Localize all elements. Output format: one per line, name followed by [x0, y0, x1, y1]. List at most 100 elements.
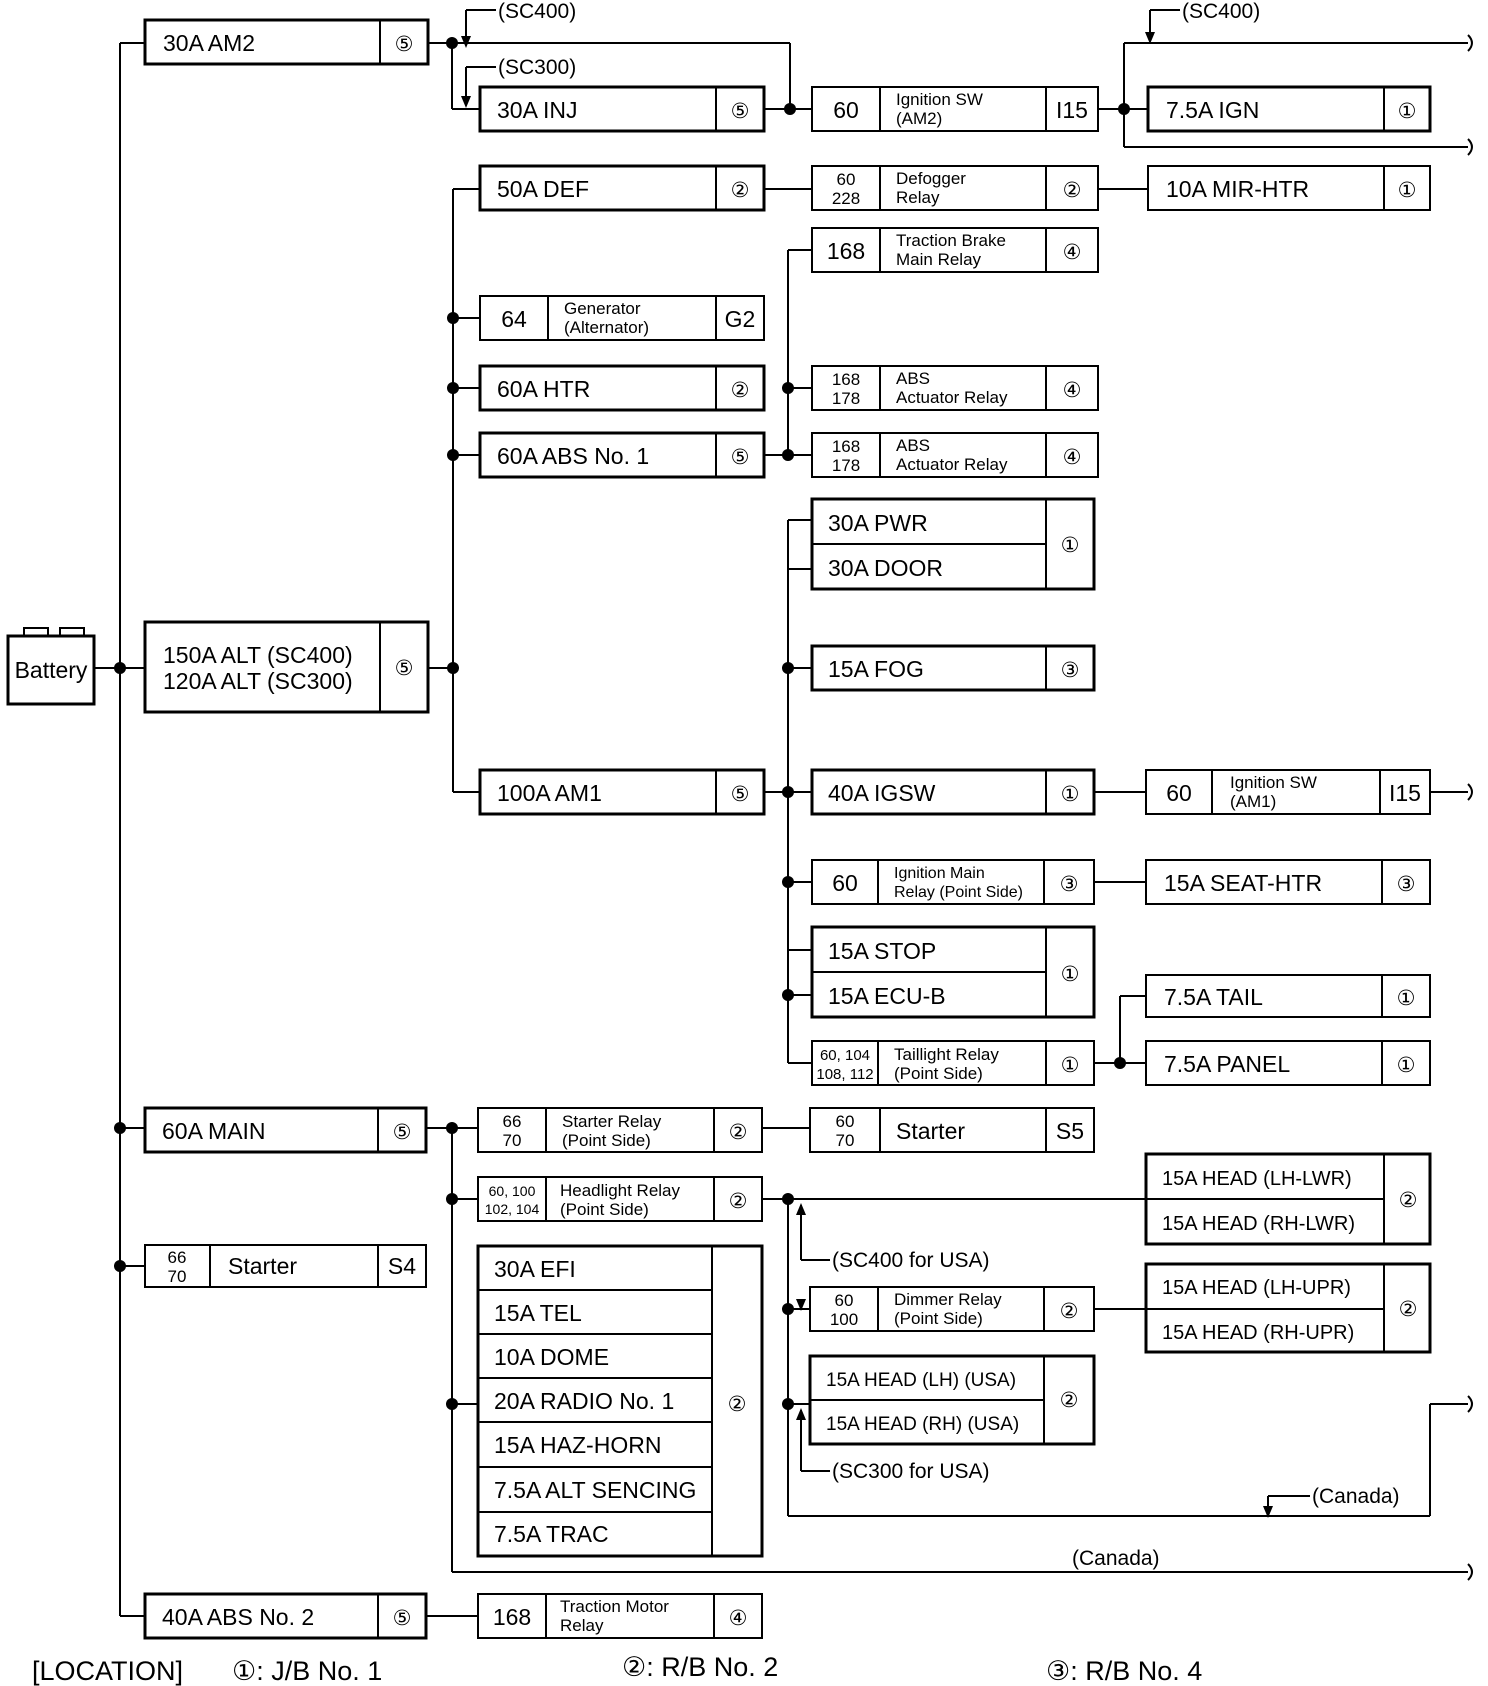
fuse-head-rh-usa-label: 15A HEAD (RH) (USA) [826, 1414, 1019, 1435]
note-sc400-am2: (SC400) [498, 0, 576, 23]
fuse-tail-label: 7.5A TAIL [1164, 984, 1263, 1010]
fuse-alt-label-sc400: 150A ALT (SC400) [163, 642, 353, 668]
traction-motor-location: ④ [729, 1607, 748, 1630]
traction-motor-code: 168 [493, 1604, 531, 1630]
ignition-sw-am2-name2: (AM2) [896, 109, 942, 128]
fuse-ign-label: 7.5A IGN [1166, 97, 1259, 123]
component-starter-s4: 66 70 Starter S4 [144, 1244, 427, 1288]
component-taillight-relay: 60, 104 108, 112 Taillight Relay (Point … [811, 1040, 1095, 1086]
component-ignition-sw-am1: 60 Ignition SW (AM1) I15 [1145, 769, 1431, 815]
fuse-abs1: 60A ABS No. 1 ⑤ [478, 431, 766, 479]
abs-actuator-2-code1: 168 [832, 437, 860, 456]
note-canada-main: (Canada) [1072, 1547, 1160, 1570]
defogger-name2: Relay [896, 188, 940, 207]
fuse-panel-location: ① [1397, 1054, 1416, 1077]
component-ignition-main-relay: 60 Ignition Main Relay (Point Side) ③ [811, 859, 1095, 905]
fuse-igsw-location: ① [1061, 783, 1080, 806]
component-abs-actuator-relay-1: 168 178 ABS Actuator Relay ④ [811, 365, 1099, 411]
dimmer-relay-code1: 60 [835, 1291, 854, 1310]
abs-actuator-1-name1: ABS [896, 369, 930, 388]
fuse-main: 60A MAIN ⑤ [143, 1106, 428, 1154]
fuse-def-label: 50A DEF [497, 176, 589, 202]
fuse-seat-htr-location: ③ [1397, 873, 1416, 896]
note-canada-head: (Canada) [1312, 1485, 1400, 1508]
fuse-stop-label: 15A STOP [828, 938, 936, 964]
traction-brake-name2: Main Relay [896, 250, 982, 269]
headlight-relay-location: ② [729, 1190, 748, 1213]
fuse-group-rb2: 30A EFI 15A TEL 10A DOME 20A RADIO No. 1… [476, 1244, 764, 1558]
ignition-sw-am1-name1: Ignition SW [1230, 773, 1317, 792]
component-generator: 64 Generator (Alternator) G2 [479, 295, 765, 341]
fuse-abs1-label: 60A ABS No. 1 [497, 443, 649, 469]
ignition-main-relay-location: ③ [1060, 873, 1079, 896]
starter-relay-code2: 70 [503, 1131, 522, 1150]
fuse-pwr-label: 30A PWR [828, 510, 928, 536]
starter-relay-name2: (Point Side) [562, 1131, 651, 1150]
fuse-fog-location: ③ [1061, 659, 1080, 682]
ignition-main-relay-code: 60 [832, 870, 858, 896]
abs-actuator-1-code2: 178 [832, 389, 860, 408]
generator-name1: Generator [564, 299, 641, 318]
fuse-main-label: 60A MAIN [162, 1118, 266, 1144]
fuse-am2-location: ⑤ [395, 33, 414, 56]
fuse-mir-htr-label: 10A MIR-HTR [1166, 176, 1309, 202]
note-sc400-ign: (SC400) [1182, 0, 1260, 23]
defogger-location: ② [1063, 179, 1082, 202]
fuse-haz-horn-label: 15A HAZ-HORN [494, 1432, 661, 1458]
ignition-sw-am2-code: 60 [833, 97, 859, 123]
dimmer-relay-location: ② [1060, 1300, 1079, 1323]
wires [94, 9, 1473, 1617]
generator-name2: (Alternator) [564, 318, 649, 337]
fuse-tail: 7.5A TAIL ① [1145, 974, 1431, 1018]
fuse-def-location: ② [731, 179, 750, 202]
fuse-head-upr: 15A HEAD (LH-UPR) 15A HEAD (RH-UPR) ② [1144, 1262, 1432, 1354]
headlight-relay-name1: Headlight Relay [560, 1181, 681, 1200]
headlight-relay-name2: (Point Side) [560, 1200, 649, 1219]
headlight-relay-code2: 102, 104 [485, 1201, 540, 1217]
generator-location: G2 [725, 306, 756, 332]
fuse-am1: 100A AM1 ⑤ [478, 768, 766, 816]
location-legend: [LOCATION] ①: J/B No. 1 ②: R/B No. 2 ③: … [32, 1652, 1202, 1686]
fuse-am2-label: 30A AM2 [163, 30, 255, 56]
fuse-htr-label: 60A HTR [497, 376, 590, 402]
battery: Battery [6, 627, 96, 706]
starter-s4-location: S4 [388, 1253, 416, 1279]
component-ignition-sw-am2: 60 Ignition SW (AM2) I15 [811, 86, 1099, 132]
fuse-panel: 7.5A PANEL ① [1145, 1040, 1431, 1086]
ignition-sw-am1-code: 60 [1166, 780, 1192, 806]
fuse-head-lwr-location: ② [1399, 1189, 1418, 1212]
taillight-relay-code2: 108, 112 [816, 1066, 873, 1083]
fuse-fog: 15A FOG ③ [810, 644, 1096, 692]
fuse-inj-location: ⑤ [731, 100, 750, 123]
fuse-panel-label: 7.5A PANEL [1164, 1051, 1290, 1077]
legend-item-rb2: ②: R/B No. 2 [622, 1652, 778, 1682]
legend-item-jb1: ①: J/B No. 1 [232, 1656, 382, 1686]
variant-notes: (SC400) (SC300) (SC400) (SC400 for USA) … [498, 0, 1400, 1570]
fuse-stop-ecub-location: ① [1061, 963, 1080, 986]
fuse-htr-location: ② [731, 379, 750, 402]
starter-s5-code2: 70 [836, 1131, 855, 1150]
fuse-group-location: ② [728, 1393, 747, 1416]
fuse-ign-location: ① [1398, 100, 1417, 123]
fuse-head-usa-location: ② [1060, 1389, 1079, 1412]
abs-actuator-2-name1: ABS [896, 436, 930, 455]
junction-dots [114, 37, 1130, 1410]
component-starter-relay: 66 70 Starter Relay (Point Side) ② [477, 1107, 763, 1153]
fuse-head-lwr: 15A HEAD (LH-LWR) 15A HEAD (RH-LWR) ② [1144, 1152, 1432, 1246]
component-abs-actuator-relay-2: 168 178 ABS Actuator Relay ④ [811, 432, 1099, 478]
starter-s5-name: Starter [896, 1118, 965, 1144]
fuse-abs2-label: 40A ABS No. 2 [162, 1604, 314, 1630]
note-sc300-inj: (SC300) [498, 56, 576, 79]
taillight-relay-code1: 60, 104 [820, 1047, 870, 1064]
fuse-efi-label: 30A EFI [494, 1256, 576, 1282]
note-sc400-usa: (SC400 for USA) [832, 1249, 990, 1272]
abs-actuator-1-name2: Actuator Relay [896, 388, 1008, 407]
note-sc300-usa: (SC300 for USA) [832, 1460, 990, 1483]
defogger-code2: 228 [832, 189, 860, 208]
fuse-head-upr-location: ② [1399, 1298, 1418, 1321]
component-starter-s5: 60 70 Starter S5 [809, 1107, 1095, 1153]
starter-relay-code1: 66 [503, 1112, 522, 1131]
taillight-relay-location: ① [1061, 1054, 1080, 1077]
fuse-radio-label: 20A RADIO No. 1 [494, 1388, 674, 1414]
fuse-fog-label: 15A FOG [828, 656, 924, 682]
